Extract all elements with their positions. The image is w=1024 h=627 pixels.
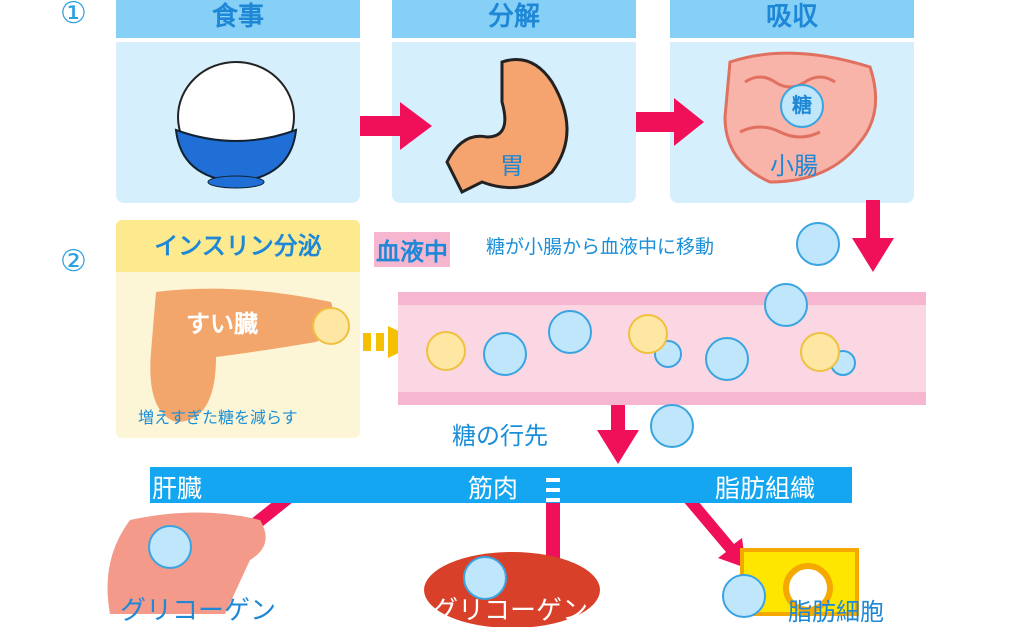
liver-icon xyxy=(107,512,266,614)
stomach-label: 胃 xyxy=(500,152,524,180)
insulin-title: インスリン分泌 xyxy=(116,220,360,272)
sugar-particle xyxy=(796,222,840,266)
sugar-particle xyxy=(650,404,694,448)
insulin-particle xyxy=(628,314,668,354)
sugar-badge: 糖 xyxy=(780,84,824,128)
panel-title: 分解 xyxy=(392,0,636,38)
insulin-particle xyxy=(800,332,840,372)
pancreas-icon xyxy=(150,288,334,422)
fat-result: 脂肪細胞 xyxy=(788,598,884,626)
panel-absorption: 吸収 糖 小腸 xyxy=(670,0,914,203)
organ-illustrations xyxy=(107,512,859,627)
sugar-particle xyxy=(548,310,592,354)
panel-title: 食事 xyxy=(116,0,360,38)
insulin-particle xyxy=(312,307,350,345)
pancreas-note: 増えすぎた糖を減らす xyxy=(138,408,298,427)
panel-digestion: 分解 胃 xyxy=(392,0,636,203)
sugar-particle xyxy=(722,574,766,618)
sugar-particle xyxy=(483,332,527,376)
rice-bowl-icon xyxy=(174,61,298,189)
sugar-particle xyxy=(148,525,192,569)
fat-label: 脂肪組織 xyxy=(715,474,816,503)
sugar-particle xyxy=(764,283,808,327)
liver-result: グリコーゲン xyxy=(120,596,277,626)
blood-note: 糖が小腸から血液中に移動 xyxy=(486,236,715,258)
destination-bar: 肝臓 筋肉 脂肪組織 xyxy=(150,467,852,503)
arrow-right-icon xyxy=(636,98,704,146)
muscle-result: グリコーゲン xyxy=(432,596,589,626)
arrow-right-icon xyxy=(360,102,432,150)
sugar-particle xyxy=(705,337,749,381)
muscle-label: 筋肉 xyxy=(468,474,519,503)
liver-label: 肝臓 xyxy=(152,474,203,503)
destination-label: 糖の行先 xyxy=(452,422,548,450)
step-2-number: ② xyxy=(60,244,87,279)
blood-tag: 血液中 xyxy=(374,232,450,267)
pancreas-label: すい臓 xyxy=(186,310,258,338)
stomach-icon xyxy=(445,58,569,195)
panel-meal: 食事 xyxy=(116,0,360,203)
insulin-particle xyxy=(426,331,466,371)
arrow-down-right-icon xyxy=(672,482,746,568)
arrow-down-icon xyxy=(852,200,894,272)
sugar-particle xyxy=(654,340,682,368)
panel-title: 吸収 xyxy=(670,0,914,38)
sugar-particle xyxy=(463,556,507,600)
step-1-number: ① xyxy=(60,0,87,31)
intestine-label: 小腸 xyxy=(770,152,818,180)
arrow-down-icon xyxy=(597,392,639,464)
